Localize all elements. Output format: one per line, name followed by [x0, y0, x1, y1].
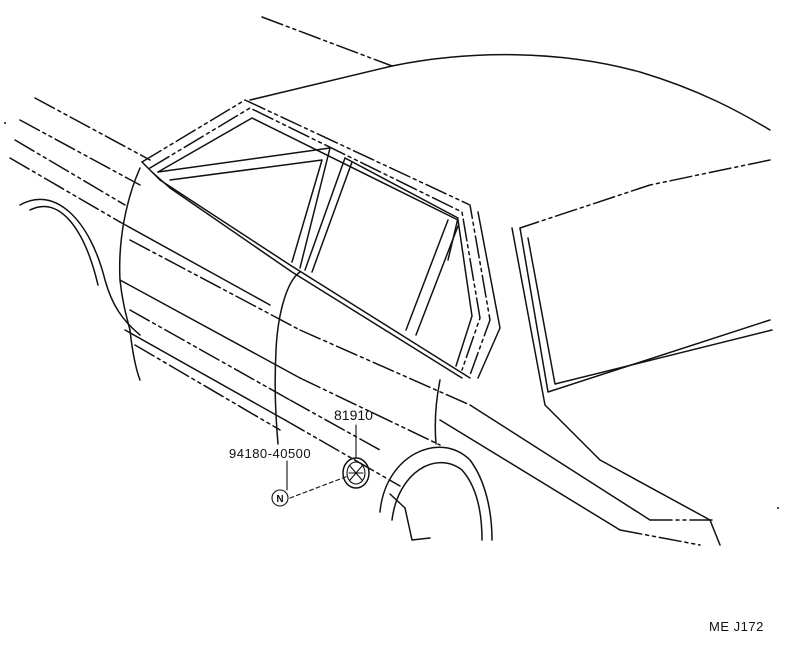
emblem	[342, 457, 370, 489]
rear-window	[477, 211, 773, 546]
front-door	[118, 167, 141, 381]
rear-wheel-arch	[379, 446, 493, 541]
roof-outline	[249, 16, 771, 229]
stray-mark	[777, 507, 779, 509]
stray-mark	[4, 122, 6, 124]
body-side-lines	[9, 97, 713, 546]
front-wheel-arch	[19, 198, 141, 336]
clip-part-number: 94180-40500	[229, 446, 311, 461]
clip-symbol-label: N	[276, 494, 283, 505]
side-windows	[157, 147, 459, 336]
figure-code: ME J172	[709, 619, 764, 634]
window-frame	[141, 99, 491, 379]
rear-door	[274, 271, 441, 445]
clip-symbol-badge: N	[271, 489, 289, 507]
leader-lines	[286, 424, 357, 499]
emblem-part-number: 81910	[334, 407, 373, 423]
